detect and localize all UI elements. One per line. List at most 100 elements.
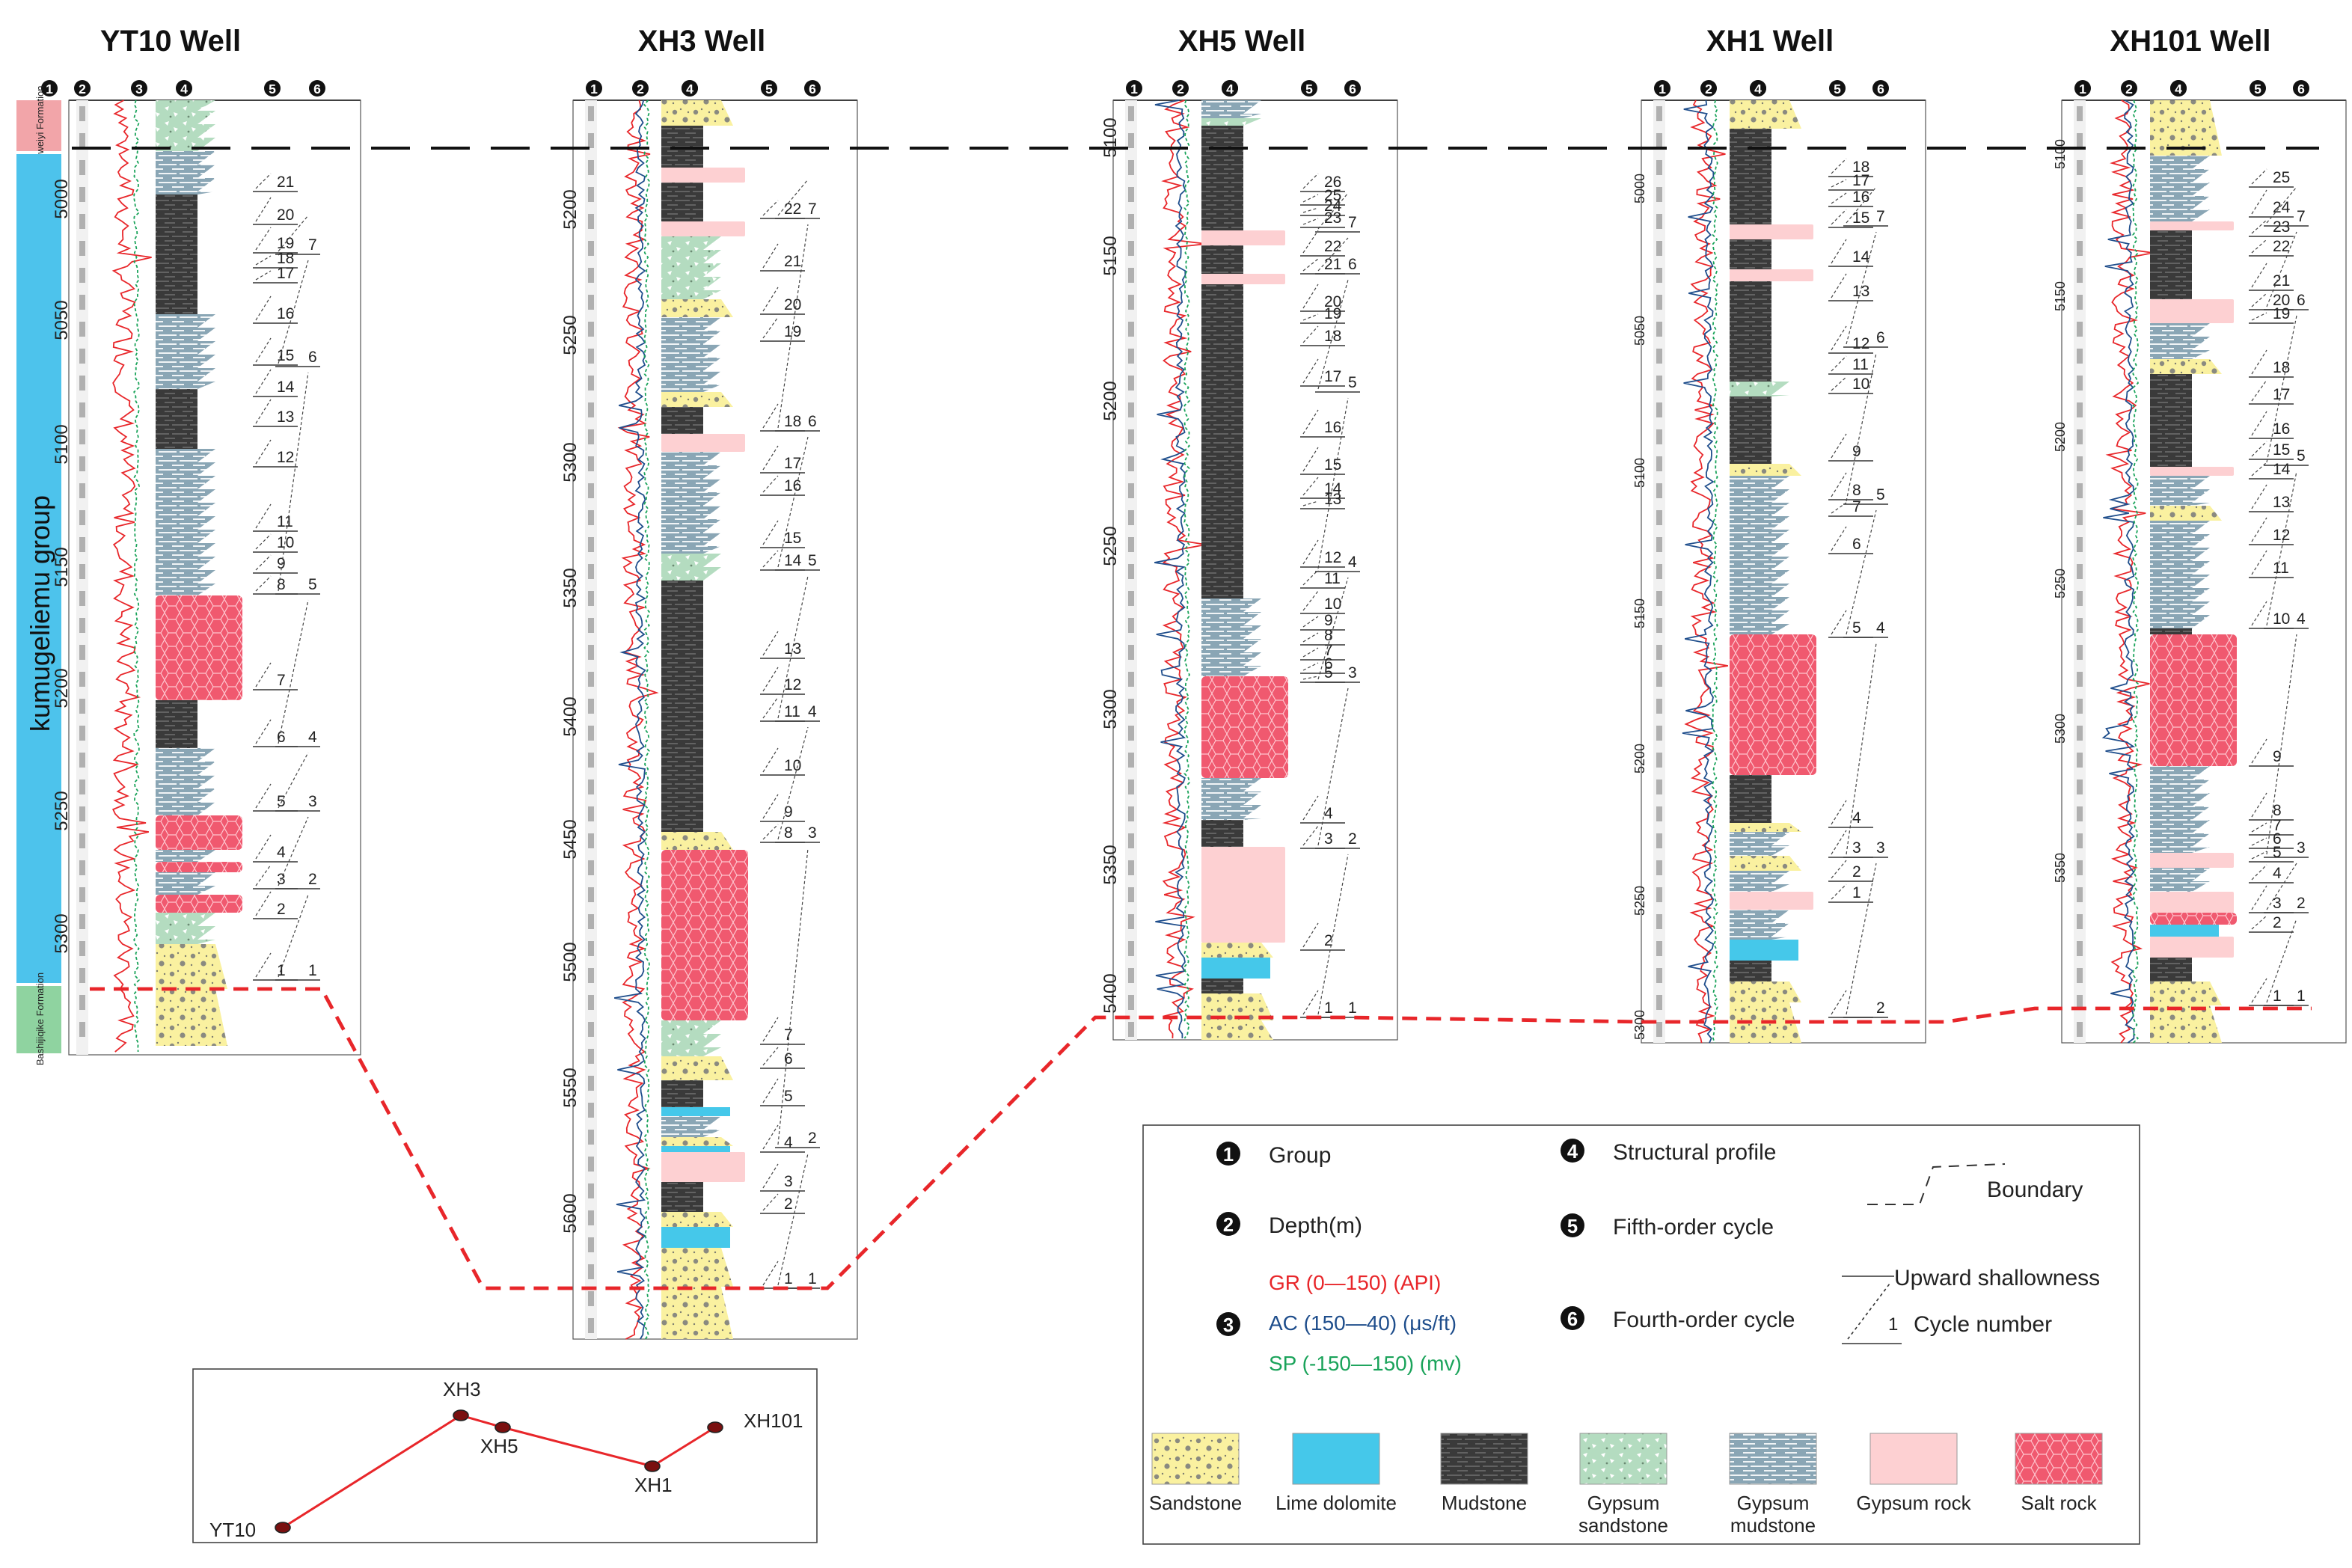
upward-shallowness-label: Upward shallowness	[1894, 1266, 2100, 1290]
fifth-cycle-number: 14	[277, 379, 295, 396]
fifth-cycle-number: 11	[784, 703, 800, 720]
depth-tick-label: 5350	[2053, 853, 2068, 883]
fourth-cycle-trend	[1846, 186, 1877, 224]
depth-dash	[79, 483, 85, 498]
fifth-cycle-trend	[1831, 192, 1847, 204]
depth-dash	[1128, 914, 1134, 929]
fourth-cycle-number: 1	[808, 1270, 817, 1287]
depth-dash	[588, 241, 594, 256]
depth-dash	[79, 429, 85, 444]
fifth-cycle-trend	[762, 747, 779, 773]
fourth-cycle-number: 1	[1348, 999, 1357, 1017]
lithology-mudstone	[1201, 979, 1243, 993]
depth-dash	[588, 699, 594, 714]
fifth-cycle-trend	[2251, 189, 2267, 215]
well-title: XH3 Well	[638, 25, 765, 58]
lithology-salt-rock	[661, 850, 748, 1020]
fifth-cycle-number: 8	[277, 576, 286, 593]
depth-tick-label: 5000	[52, 179, 72, 218]
fifth-cycle-trend	[1831, 860, 1847, 879]
lithology-sandstone	[661, 1212, 733, 1227]
depth-tick-label: 5200	[560, 189, 581, 229]
map-well-label: YT10	[209, 1519, 256, 1541]
lithology-gypsum-mudstone	[1730, 871, 1771, 892]
depth-dash	[588, 618, 594, 633]
lithology-mudstone	[1201, 126, 1243, 147]
column-number-label: 4	[1567, 1142, 1578, 1163]
fifth-cycle-number: 10	[2273, 610, 2290, 628]
lithology-mudstone	[1730, 775, 1771, 823]
well-location-marker	[494, 1421, 511, 1433]
legend-item-label: Depth(m)	[1269, 1213, 1362, 1238]
lithology-edge	[197, 802, 215, 815]
fourth-cycle-number: 7	[808, 200, 817, 218]
column-number-badge: 1	[41, 80, 58, 97]
fifth-cycle-number: 10	[784, 757, 801, 774]
lithology-edge	[197, 926, 215, 940]
fifth-cycle-trend	[1831, 610, 1847, 635]
lithology-edge	[703, 479, 721, 492]
fifth-cycle-trend	[255, 891, 272, 916]
fifth-cycle-trend	[762, 550, 779, 568]
fifth-cycle-trend	[2251, 978, 2267, 1003]
depth-dash	[1656, 618, 1662, 633]
fifth-cycle-number: 1	[1324, 999, 1333, 1017]
lithology-edge	[1771, 570, 1789, 584]
depth-tick-label: 5050	[52, 300, 72, 340]
fifth-cycle-trend	[2251, 822, 2267, 833]
group-kumugeliemu	[16, 154, 61, 983]
lithology-sandstone	[661, 1056, 733, 1080]
depth-dash	[2077, 106, 2083, 121]
fifth-cycle-trend	[255, 173, 272, 189]
fifth-cycle-number: 1	[784, 1270, 793, 1287]
lithology-edge	[2192, 169, 2210, 183]
formation-label: Suweiyi Formation	[34, 86, 46, 166]
depth-track	[585, 100, 597, 1339]
fifth-cycle-trend	[1302, 358, 1319, 384]
fifth-cycle-number: 20	[2273, 292, 2290, 309]
fourth-cycle-trend	[278, 816, 309, 886]
lithology-edge	[1771, 937, 1789, 940]
fifth-cycle-trend	[1831, 883, 1847, 900]
fifth-cycle-number: 13	[1852, 283, 1869, 300]
fourth-cycle-trend	[777, 575, 809, 719]
lithology-edge	[703, 506, 721, 519]
lithology-edge	[703, 519, 721, 533]
well-column: XH5 Well12356451005150520052505300535054…	[1100, 25, 1398, 1041]
depth-dash	[2077, 214, 2083, 229]
fourth-cycle-number: 2	[2297, 895, 2306, 912]
fifth-cycle-number: 20	[1324, 293, 1341, 310]
depth-dash	[1128, 456, 1134, 471]
fifth-cycle-trend	[2251, 349, 2267, 375]
fourth-cycle-trend	[1846, 863, 1877, 1015]
depth-dash	[2077, 268, 2083, 283]
depth-dash	[1656, 402, 1662, 417]
depth-dash	[1128, 968, 1134, 983]
lithology-edge	[2192, 350, 2210, 359]
well-location-marker	[644, 1460, 661, 1472]
legend-swatch-gypmud	[1729, 1433, 1817, 1485]
lithology-edge	[1243, 805, 1261, 818]
fifth-cycle-trend	[255, 270, 272, 281]
fifth-cycle-number: 17	[784, 455, 801, 472]
fifth-cycle-number: 4	[1324, 805, 1333, 822]
lithology-gypsum-sandstone	[156, 100, 197, 111]
column-number-label: 2	[1223, 1215, 1234, 1236]
fifth-cycle-number: 10	[277, 534, 294, 551]
lithology-edge	[197, 557, 215, 570]
fifth-cycle-number: 16	[277, 305, 294, 322]
lithology-sandstone	[661, 1248, 733, 1287]
column-number-label: 1	[2079, 82, 2086, 97]
legend-swatch-salt	[2015, 1433, 2103, 1485]
depth-dash	[2077, 860, 2083, 875]
lithology-sandstone	[1201, 943, 1273, 958]
column-number-label: 5	[269, 82, 276, 97]
depth-dash	[588, 995, 594, 1010]
lithology-mudstone	[661, 407, 703, 434]
lithology-edge	[197, 124, 215, 138]
fifth-cycle-trend	[2251, 837, 2267, 846]
depth-dash	[79, 780, 85, 794]
fourth-cycle-trend	[1846, 509, 1877, 635]
lithology-edge	[197, 788, 215, 802]
lithology-gypsum-mudstone	[2150, 868, 2192, 892]
